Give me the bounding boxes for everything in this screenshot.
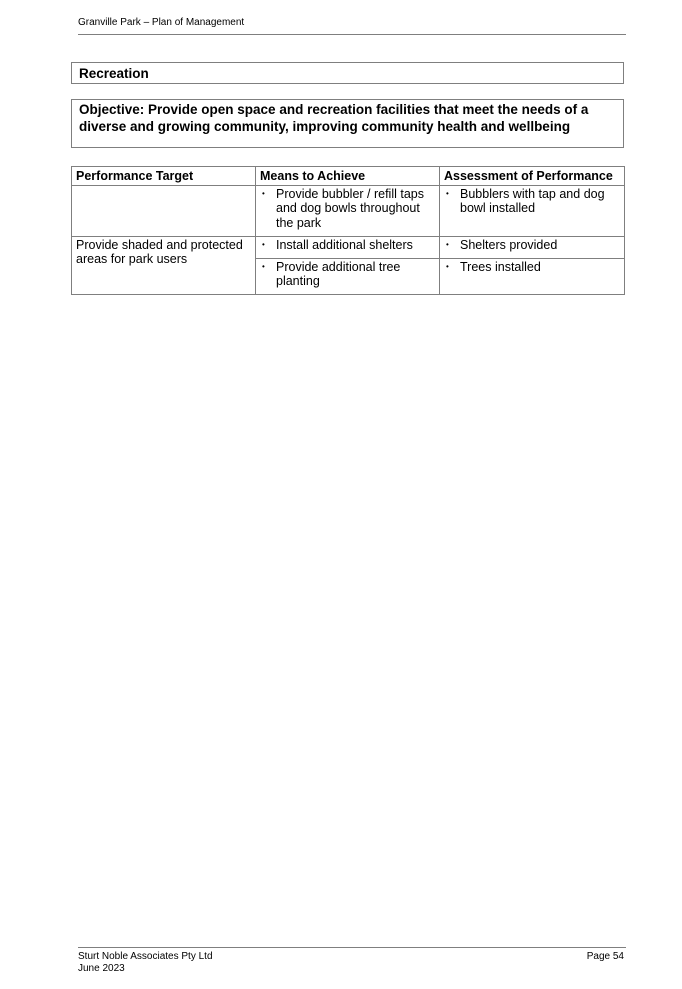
list-item: • Shelters provided xyxy=(444,238,620,253)
table-row: Provide shaded and protected areas for p… xyxy=(71,235,625,295)
target-cell: Provide shaded and protected areas for p… xyxy=(71,235,256,295)
section-title: Recreation xyxy=(79,66,149,81)
header-title: Granville Park – Plan of Management xyxy=(78,17,245,28)
means-cell: • Install additional shelters xyxy=(255,235,440,259)
list-item: • Provide bubbler / refill taps and dog … xyxy=(260,187,435,231)
table-row: • Provide bubbler / refill taps and dog … xyxy=(71,184,625,237)
page-header: Granville Park – Plan of Management xyxy=(78,16,626,29)
performance-table: Performance Target Means to Achieve Asse… xyxy=(71,166,625,295)
list-item: • Bubblers with tap and dog bowl install… xyxy=(444,187,620,216)
footer-company: Sturt Noble Associates Pty Ltd xyxy=(78,951,213,962)
objective-text: Objective: Provide open space and recrea… xyxy=(79,102,589,134)
assessment-text: Trees installed xyxy=(460,259,541,274)
bullet-icon: • xyxy=(446,188,449,198)
footer-divider xyxy=(78,947,626,948)
assessment-cell: • Shelters provided xyxy=(439,235,625,259)
bullet-icon: • xyxy=(262,239,265,249)
bullet-icon: • xyxy=(446,261,449,271)
means-cell: • Provide additional tree planting xyxy=(255,257,440,295)
header-assessment-of-performance: Assessment of Performance xyxy=(439,166,625,186)
means-text: Provide bubbler / refill taps and dog bo… xyxy=(276,186,424,230)
table-header-row: Performance Target Means to Achieve Asse… xyxy=(71,166,625,186)
bullet-icon: • xyxy=(262,261,265,271)
header-performance-target: Performance Target xyxy=(71,166,256,186)
assessment-text: Shelters provided xyxy=(460,237,558,252)
list-item: • Install additional shelters xyxy=(260,238,435,253)
section-heading-box: Recreation xyxy=(71,62,624,84)
list-item: • Provide additional tree planting xyxy=(260,260,435,289)
means-cell: • Provide bubbler / refill taps and dog … xyxy=(255,184,440,237)
assessment-cell: • Bubblers with tap and dog bowl install… xyxy=(439,184,625,237)
bullet-icon: • xyxy=(446,239,449,249)
footer-date: June 2023 xyxy=(78,963,125,974)
means-text: Provide additional tree planting xyxy=(276,259,401,289)
table-row: • Provide additional tree planting • Tre… xyxy=(72,257,625,295)
page-footer: Sturt Noble Associates Pty Ltd June 2023 xyxy=(78,951,213,975)
header-means-to-achieve: Means to Achieve xyxy=(255,166,440,186)
means-text: Install additional shelters xyxy=(276,237,413,252)
assessment-cell: • Trees installed xyxy=(439,257,625,295)
page-number: Page 54 xyxy=(586,951,624,962)
list-item: • Trees installed xyxy=(444,260,620,275)
bullet-icon: • xyxy=(262,188,265,198)
target-cell xyxy=(71,184,256,237)
assessment-text: Bubblers with tap and dog bowl installed xyxy=(460,186,605,216)
objective-box: Objective: Provide open space and recrea… xyxy=(71,99,624,148)
header-divider xyxy=(78,34,626,35)
